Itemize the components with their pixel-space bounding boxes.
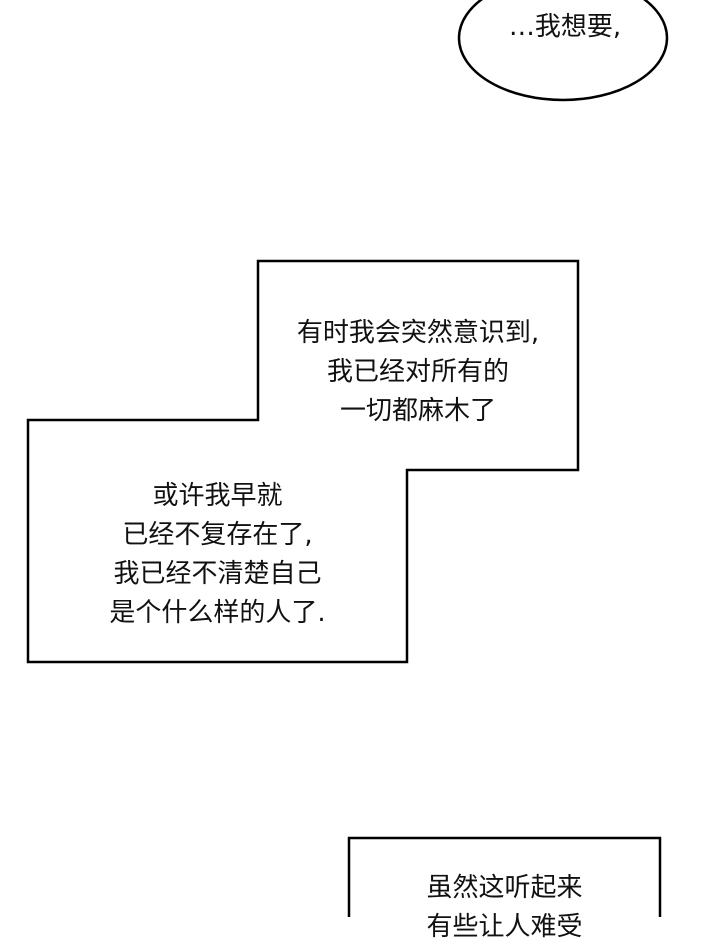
- panel-frames: [26, 0, 669, 917]
- narration-line: 一切都麻木了: [339, 396, 496, 426]
- speech-line: …我想要,: [508, 12, 622, 42]
- narration-line: 我已经不清楚自己: [113, 559, 322, 589]
- narration-line: 有时我会突然意识到,: [296, 318, 540, 348]
- narration-line: 或许我早就: [152, 481, 283, 511]
- narration-box-2-text: 或许我早就 已经不复存在了, 我已经不清楚自己 是个什么样的人了.: [28, 477, 407, 633]
- narration-line: 已经不复存在了,: [122, 520, 313, 550]
- narration-box-outline: [26, 259, 580, 664]
- speech-bubble-outline: [457, 0, 669, 102]
- narration-line: 我已经对所有的: [326, 357, 509, 387]
- narration-box-3-text: 虽然这听起来 有些让人难受: [349, 869, 660, 947]
- narration-box-1-text: 有时我会突然意识到, 我已经对所有的 一切都麻木了: [258, 314, 578, 431]
- narration-line: 有些让人难受: [426, 912, 583, 942]
- narration-box-bottom-outline: [347, 836, 662, 917]
- speech-bubble-text: …我想要,: [470, 8, 660, 47]
- narration-line: 虽然这听起来: [426, 873, 583, 903]
- narration-line: 是个什么样的人了.: [109, 598, 326, 628]
